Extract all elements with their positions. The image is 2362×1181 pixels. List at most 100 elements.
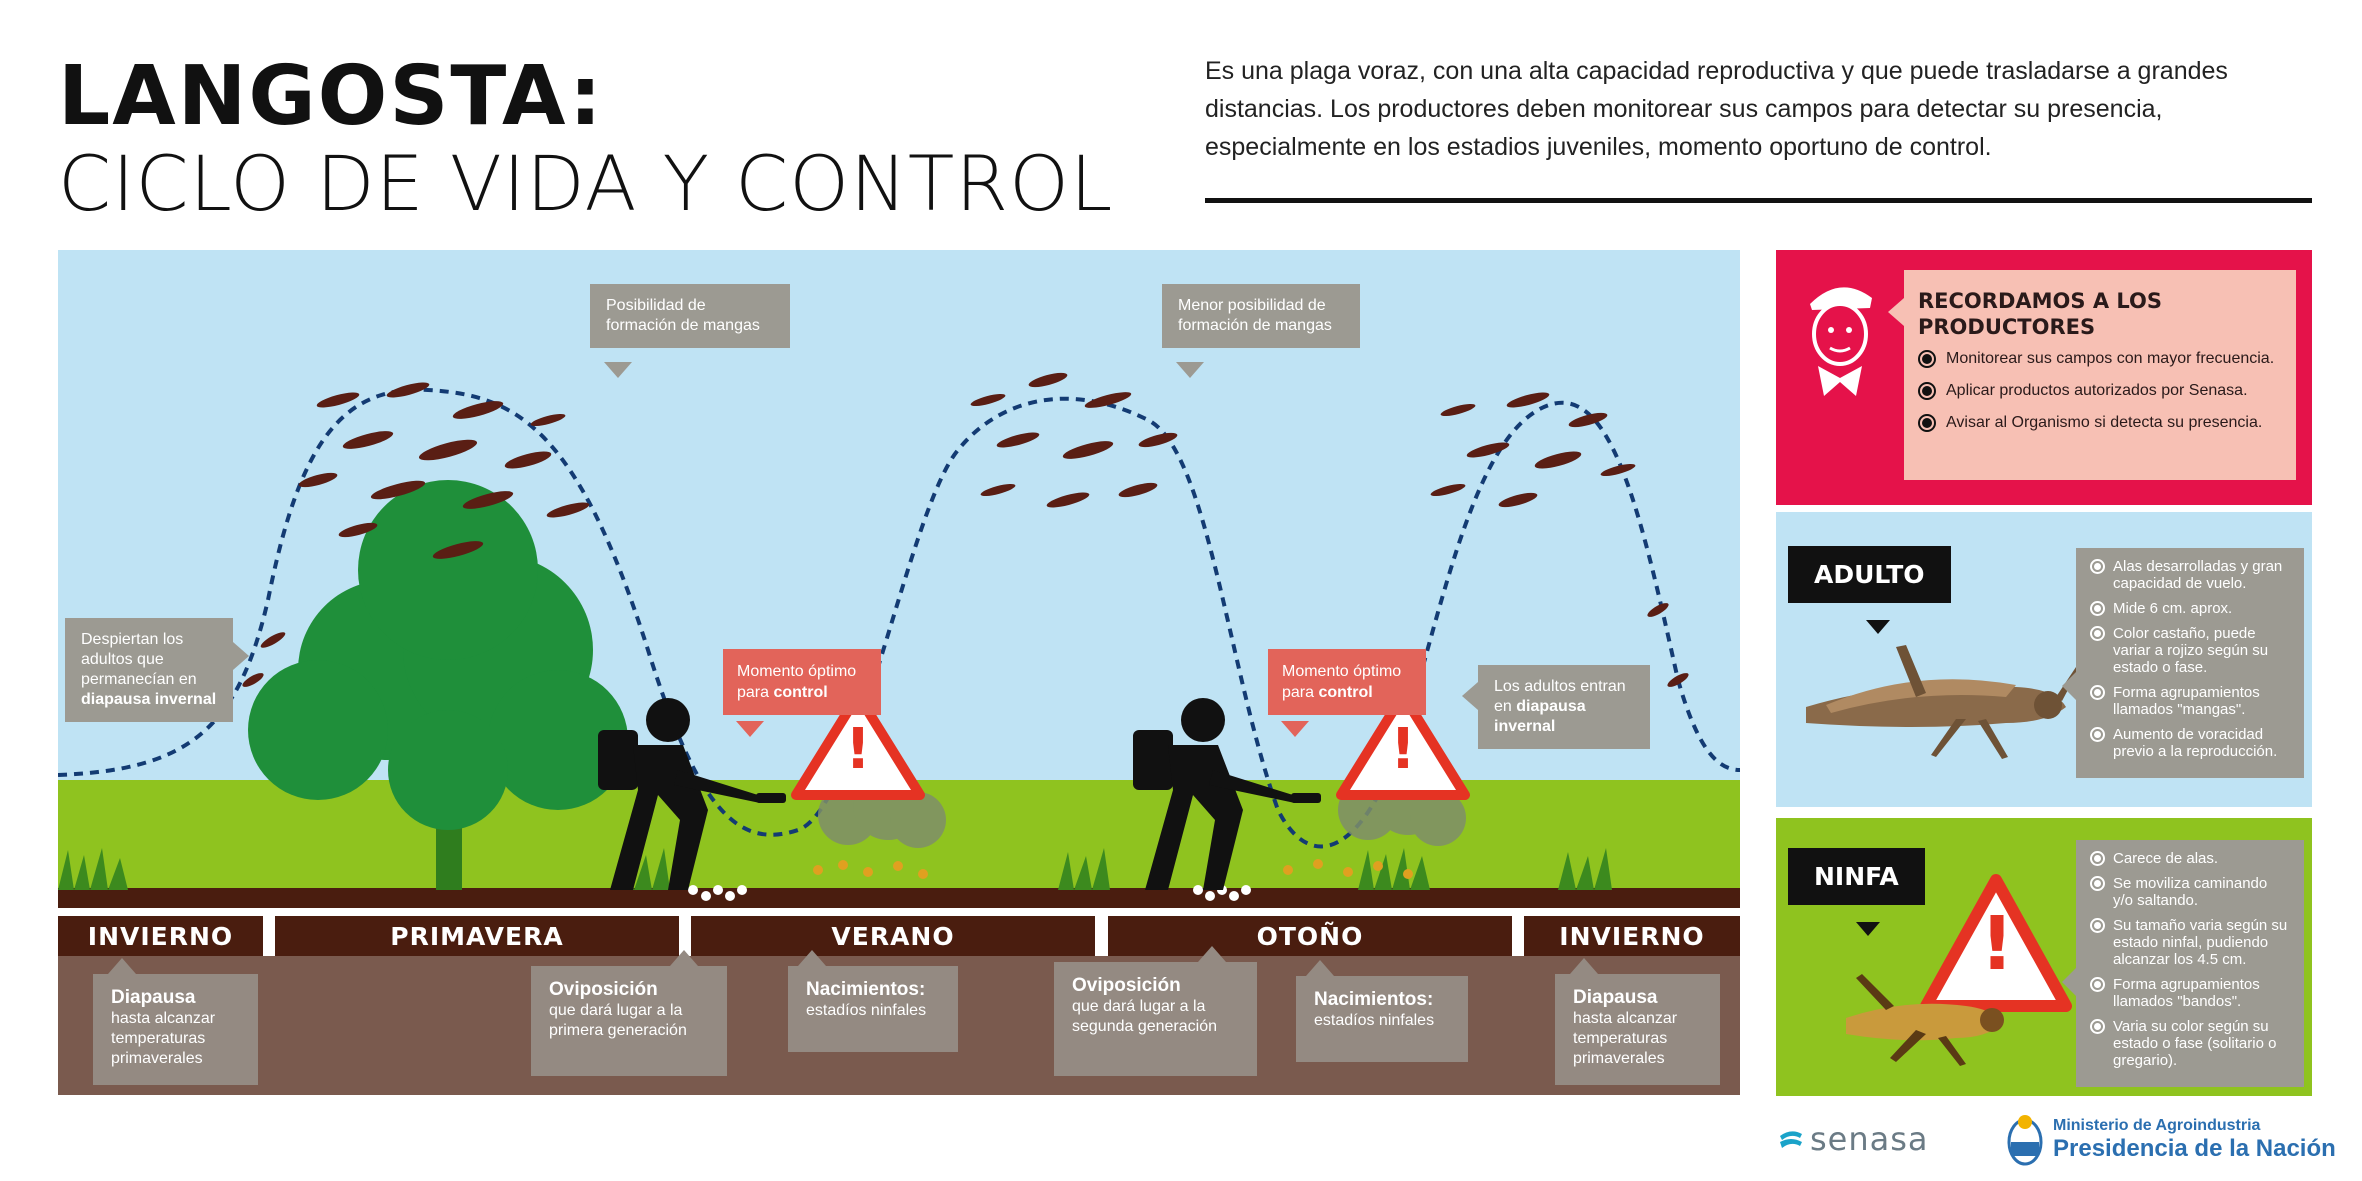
phase-oviposicion-2: Oviposición que dará lugar a la segunda … — [1054, 962, 1257, 1076]
fact-item: Color castaño, puede variar a rojizo seg… — [2090, 625, 2290, 676]
senasa-logo-text: senasa — [1810, 1120, 1929, 1158]
phase-pointer — [108, 958, 136, 974]
bullet-icon — [2090, 876, 2105, 891]
farmer-sprayer-icon — [598, 698, 786, 890]
adult-tag: ADULTO — [1788, 546, 1951, 603]
alert-pointer — [736, 721, 764, 737]
warning-exclamation-text: ! — [1980, 901, 2014, 987]
note-pointer — [1176, 362, 1204, 378]
warning-exclamation-text: ! — [1390, 717, 1416, 782]
phase-pointer — [1570, 958, 1598, 974]
warning-triangle-icon — [1920, 874, 2072, 1012]
alert-optimal-control-1: Momento óptimo para control — [723, 649, 881, 715]
phase-oviposicion-1: Oviposición que dará lugar a la primera … — [531, 966, 727, 1076]
bullet-icon — [2090, 727, 2105, 742]
nymph-locust-icon — [1846, 974, 2004, 1066]
season-gap — [58, 908, 1740, 916]
senasa-logo: senasa — [1778, 1120, 1929, 1158]
phase-diapausa-end: Diapausa hasta alcanzar temperaturas pri… — [1555, 974, 1720, 1085]
alert-pointer — [1281, 721, 1309, 737]
fact-item: Varia su color según su estado o fase (s… — [2090, 1018, 2290, 1069]
note-bold: diapausa invernal — [1494, 698, 1586, 735]
national-seal-icon — [2007, 1115, 2043, 1166]
phase-diapausa-start: Diapausa hasta alcanzar temperaturas pri… — [93, 974, 258, 1085]
fact-item: Alas desarrolladas y gran capacidad de v… — [2090, 558, 2290, 592]
note-adults-enter: Los adultos entran en diapausa invernal — [1478, 665, 1650, 749]
fact-item: Su tamaño varia según su estado ninfal, … — [2090, 917, 2290, 968]
page-subtitle: CICLO DE VIDA Y CONTROL — [58, 139, 1114, 228]
reminder-item: Monitorear sus campos con mayor frecuenc… — [1918, 350, 2282, 368]
adult-panel: ADULTO Alas desarrolladas y gran capacid… — [1776, 512, 2312, 807]
season-winter-end: INVIERNO — [1524, 916, 1740, 956]
season-summer: VERANO — [691, 916, 1095, 956]
facts-pointer — [2062, 968, 2076, 996]
soil-band — [58, 888, 1740, 908]
tree-icon — [248, 480, 628, 890]
bullet-icon — [2090, 601, 2105, 616]
fact-item: Se moviliza caminando y/o saltando. — [2090, 875, 2290, 909]
warning-triangle-icon — [791, 690, 925, 800]
ministry-text: Ministerio de Agroindustria Presidencia … — [2053, 1117, 2336, 1162]
note-mangas-less: Menor posibilidad de formación de mangas — [1162, 284, 1360, 348]
fact-item: Carece de alas. — [2090, 850, 2290, 867]
bullet-icon — [2090, 918, 2105, 933]
alert-bold: control — [773, 684, 828, 701]
tag-pointer — [1856, 922, 1880, 936]
note-bold: diapausa invernal — [81, 691, 217, 708]
reminder-item: Aplicar productos autorizados por Senasa… — [1918, 382, 2282, 400]
nymph-cluster-icon — [813, 859, 1413, 879]
tag-pointer — [1866, 620, 1890, 634]
season-autumn: OTOÑO — [1108, 916, 1512, 956]
adult-locust-icon — [1806, 645, 2076, 759]
alert-optimal-control-2: Momento óptimo para control — [1268, 649, 1426, 715]
farmer-face-icon — [1810, 287, 1872, 396]
phase-pointer — [1306, 960, 1334, 976]
note-mangas-possible: Posibilidad de formación de mangas — [590, 284, 790, 348]
bullet-icon — [2090, 851, 2105, 866]
note-adults-wake: Despiertan los adultos que permanecían e… — [65, 618, 233, 722]
phase-pointer — [798, 950, 826, 966]
ministry-logo: Ministerio de Agroindustria Presidencia … — [2005, 1112, 2336, 1168]
bullet-icon — [2090, 685, 2105, 700]
fact-item: Forma agrupamientos llamados "bandos". — [2090, 976, 2290, 1010]
nymph-facts: Carece de alas. Se moviliza caminando y/… — [2076, 840, 2304, 1087]
reminder-pointer — [1888, 298, 1904, 326]
phase-nacimientos-1: Nacimientos: estadíos ninfales — [788, 966, 958, 1052]
reminder-card: RECORDAMOS A LOS PRODUCTORES Monitorear … — [1904, 270, 2296, 480]
bullet-icon — [2090, 977, 2105, 992]
note-pointer — [1462, 682, 1478, 710]
intro-text: Es una plaga voraz, con una alta capacid… — [1205, 57, 2228, 161]
title-block: LANGOSTA: CICLO DE VIDA Y CONTROL — [58, 52, 1113, 226]
phase-pointer — [1198, 946, 1226, 962]
season-spring: PRIMAVERA — [275, 916, 679, 956]
facts-pointer — [2062, 672, 2076, 700]
bullet-icon — [1918, 382, 1936, 400]
phase-pointer — [670, 950, 698, 966]
intro-divider — [1205, 198, 2312, 203]
alert-bold: control — [1318, 684, 1373, 701]
locust-swarm-icon — [242, 372, 1689, 687]
warning-exclamation-text: ! — [845, 717, 871, 782]
page-title: LANGOSTA: — [58, 49, 604, 144]
fact-item: Aumento de voracidad previo a la reprodu… — [2090, 726, 2290, 760]
bullet-icon — [2090, 1019, 2105, 1034]
life-cycle-scene: ! ! Despiertan los adultos que permanecí… — [58, 250, 1740, 1095]
bullet-icon — [1918, 350, 1936, 368]
scene-illustration — [58, 372, 1740, 901]
fact-item: Mide 6 cm. aprox. — [2090, 600, 2290, 617]
senasa-mark-icon — [1780, 1131, 1802, 1148]
warning-triangle-icon — [1336, 690, 1470, 800]
adult-facts: Alas desarrolladas y gran capacidad de v… — [2076, 548, 2304, 778]
bullet-icon — [2090, 559, 2105, 574]
fact-item: Forma agrupamientos llamados "mangas". — [2090, 684, 2290, 718]
bullet-icon — [1918, 414, 1936, 432]
note-pointer — [604, 362, 632, 378]
nymph-panel: NINFA ! Carece de alas. Se moviliza cami… — [1776, 818, 2312, 1096]
nymph-tag: NINFA — [1788, 848, 1925, 905]
reminder-title: RECORDAMOS A LOS PRODUCTORES — [1918, 289, 2162, 339]
season-winter-start: INVIERNO — [58, 916, 263, 956]
bullet-icon — [2090, 626, 2105, 641]
note-pointer — [233, 642, 249, 670]
farmer-sprayer-icon — [1133, 698, 1321, 890]
reminder-panel: RECORDAMOS A LOS PRODUCTORES Monitorear … — [1776, 250, 2312, 505]
